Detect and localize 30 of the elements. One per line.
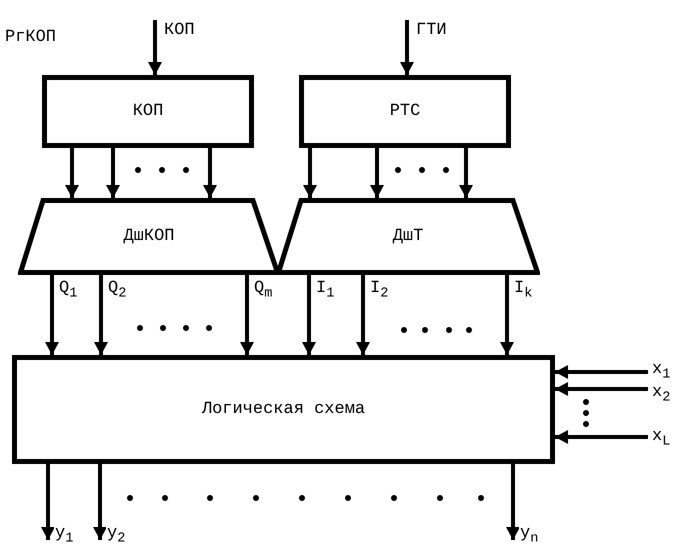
arrow: [148, 20, 162, 75]
arrow: [302, 275, 316, 355]
register-box: [42, 75, 254, 148]
arrow: [459, 148, 473, 198]
arrow: [45, 275, 59, 355]
arrow: [203, 148, 217, 198]
arrow: [240, 275, 254, 355]
arrow: [370, 148, 384, 198]
arrow: [65, 148, 79, 198]
arrow: [555, 430, 648, 444]
decoder-block: [276, 198, 540, 275]
arrow: [106, 148, 120, 198]
block-label: ДшКОП: [123, 227, 174, 246]
arrow: [400, 20, 414, 75]
decoder-block: [18, 198, 280, 275]
arrow: [500, 275, 514, 355]
arrow: [555, 365, 648, 379]
block-label: Логическая схема: [202, 400, 366, 419]
arrow: [41, 464, 55, 540]
arrow: [93, 464, 107, 540]
register-box: [299, 75, 511, 148]
arrow: [94, 275, 108, 355]
block-label: ДшТ: [392, 227, 424, 246]
logic-circuit-box: [12, 355, 555, 464]
block-label: РТС: [390, 102, 420, 121]
arrow: [303, 148, 317, 198]
arrow: [555, 382, 648, 396]
arrow: [506, 464, 520, 540]
arrow: [356, 275, 370, 355]
block-label: КОП: [132, 102, 164, 121]
